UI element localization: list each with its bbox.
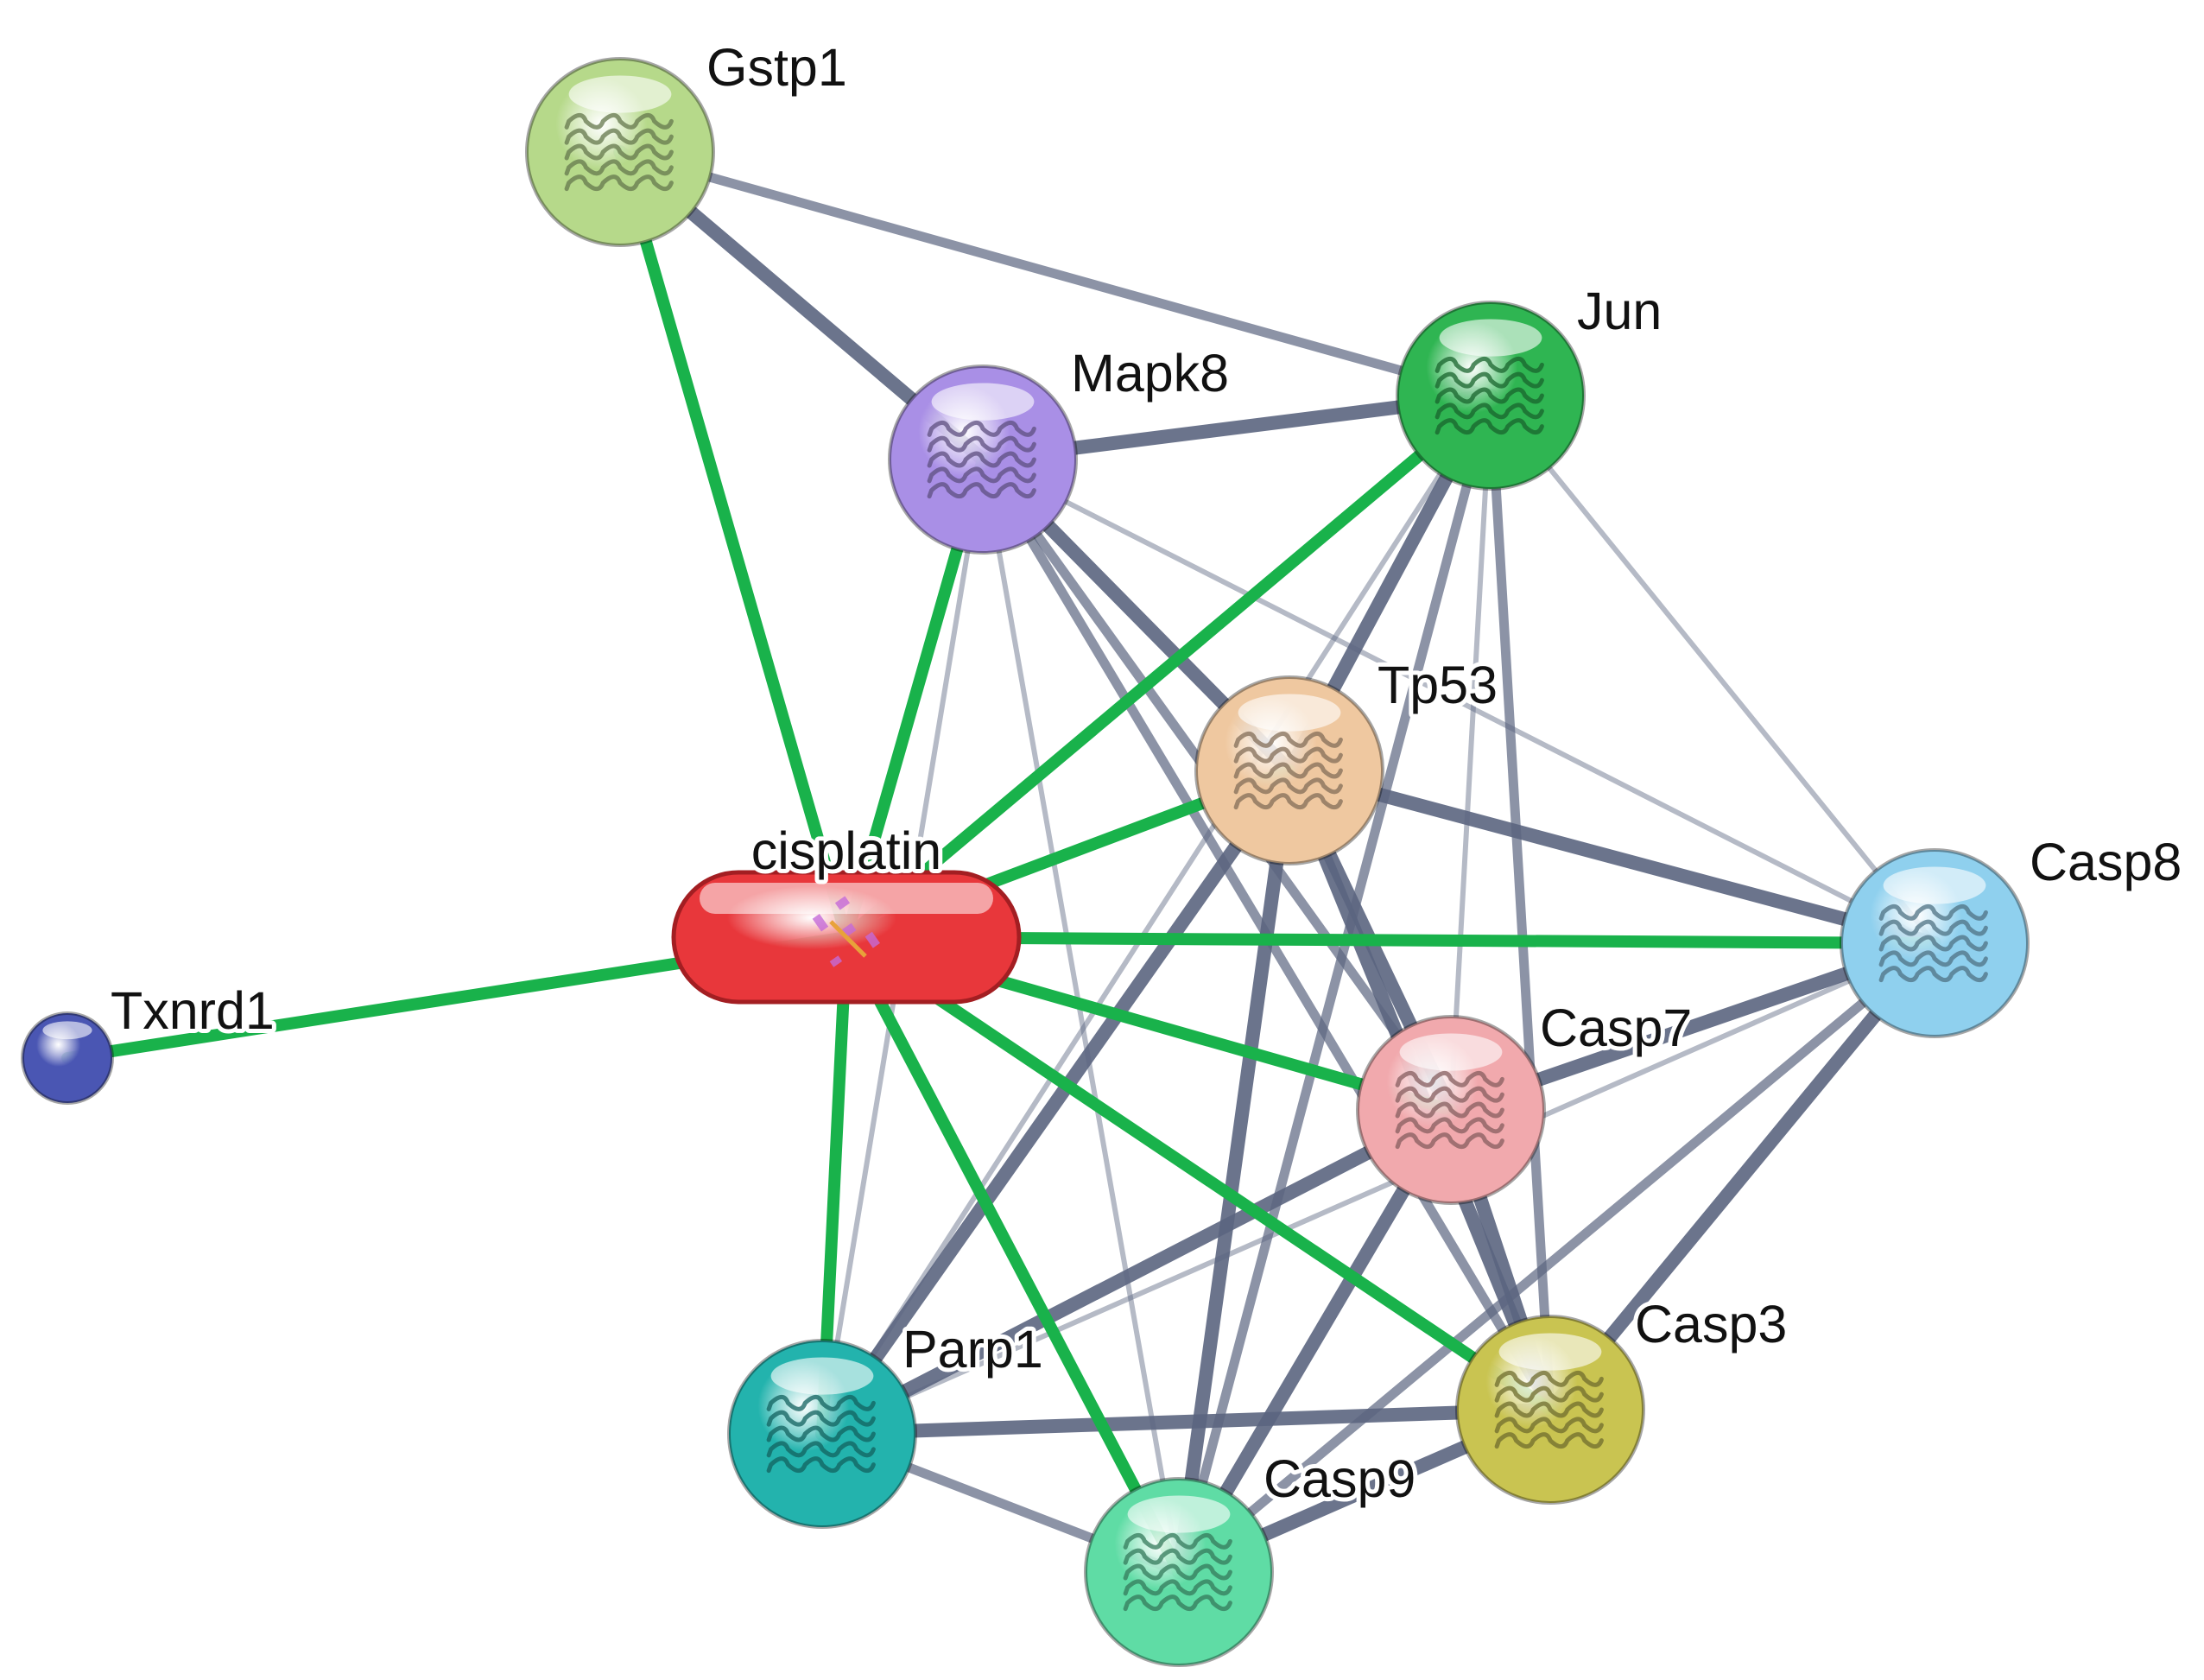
protein-structure-icon	[1494, 1370, 1604, 1449]
protein-structure-icon	[1123, 1532, 1232, 1612]
sphere-highlight	[1399, 1033, 1503, 1071]
edge-jun-parp1	[820, 393, 1493, 1436]
node-tp53[interactable]	[1194, 675, 1384, 865]
node-layer	[21, 57, 2030, 1667]
edge-jun-casp9	[1174, 390, 1496, 1577]
sphere-highlight	[1127, 1495, 1231, 1533]
edge-casp3-parp1	[815, 1403, 1557, 1441]
label-txnrd1: Txnrd1	[111, 981, 275, 1040]
protein-structure-icon	[927, 420, 1036, 499]
edge-tp53-parp1	[815, 764, 1296, 1441]
label-casp8: Casp8	[2030, 833, 2182, 891]
protein-structure-icon	[766, 1394, 876, 1474]
edge-gstp1-jun	[615, 147, 1496, 401]
node-casp9[interactable]	[1084, 1477, 1274, 1667]
protein-structure-icon	[1233, 731, 1343, 810]
sphere-highlight	[931, 383, 1035, 421]
edge-jun-casp3	[1485, 390, 1555, 1415]
node-mapk8[interactable]	[888, 365, 1078, 555]
edge-cisplatin-gstp1	[614, 146, 852, 943]
node-casp3[interactable]	[1455, 1315, 1645, 1505]
node-cisplatin[interactable]	[671, 870, 1022, 1005]
node-casp7[interactable]	[1356, 1015, 1546, 1205]
edge-casp8-casp9	[1174, 938, 1940, 1577]
protein-structure-icon	[1434, 356, 1544, 435]
edge-cisplatin-casp9	[840, 931, 1185, 1578]
protein-structure-icon	[1878, 903, 1988, 983]
node-txnrd1[interactable]	[21, 1011, 114, 1105]
sphere-highlight	[1238, 694, 1341, 732]
molecule-icon	[812, 896, 880, 967]
node-gstp1[interactable]	[525, 57, 715, 247]
label-casp7: Casp7	[1540, 998, 1692, 1057]
edge-casp8-casp3	[1543, 936, 1941, 1417]
node-casp8[interactable]	[1840, 848, 2030, 1038]
edge-cisplatin-jun	[840, 390, 1497, 943]
label-cisplatin: cisplatin	[751, 821, 941, 880]
edge-mapk8-casp9	[980, 457, 1181, 1575]
edge-tp53-casp8	[1282, 764, 1941, 950]
sphere-highlight	[42, 1021, 92, 1040]
node-parp1[interactable]	[727, 1339, 917, 1529]
label-casp3: Casp3	[1635, 1295, 1787, 1354]
label-parp1: Parp1	[902, 1320, 1043, 1379]
edge-mapk8-casp8	[980, 457, 1937, 946]
sphere-highlight	[568, 75, 672, 113]
label-jun: Jun	[1577, 282, 1662, 340]
label-mapk8: Mapk8	[1071, 344, 1229, 403]
sphere-highlight	[1498, 1333, 1602, 1371]
edge-tp53-casp9	[1172, 764, 1296, 1579]
edge-casp7-parp1	[815, 1103, 1458, 1441]
node-sphere	[21, 1011, 114, 1105]
edge-jun-casp7	[1448, 393, 1493, 1113]
sphere-highlight	[1439, 319, 1542, 357]
label-tp53: Tp53	[1378, 656, 1498, 714]
edge-jun-casp8	[1488, 393, 1937, 946]
edge-cisplatin-casp3	[840, 931, 1556, 1416]
protein-structure-icon	[564, 112, 674, 192]
sphere-highlight	[770, 1357, 874, 1395]
sphere-highlight	[1883, 866, 1986, 904]
edge-cisplatin-casp8	[840, 931, 1941, 949]
node-jun[interactable]	[1396, 301, 1586, 491]
label-gstp1: Gstp1	[706, 38, 847, 97]
protein-structure-icon	[1395, 1070, 1504, 1150]
edge-casp8-parp1	[820, 941, 1937, 1436]
label-casp9: Casp9	[1264, 1449, 1416, 1508]
